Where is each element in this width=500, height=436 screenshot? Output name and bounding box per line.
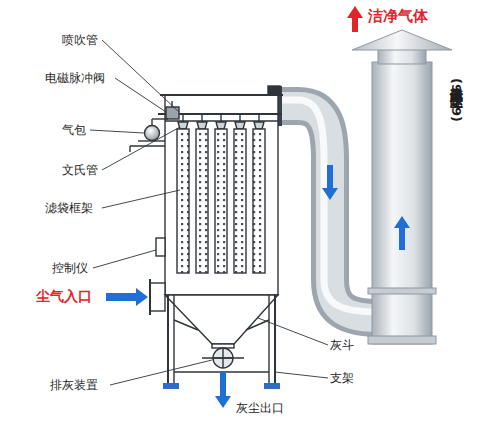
inlet-flow-arrow — [106, 288, 148, 306]
part-label: 喷吹管 — [62, 32, 98, 48]
dust-inlet — [150, 283, 165, 311]
leg-foot — [163, 383, 179, 389]
leader-line — [258, 318, 328, 345]
control-box — [156, 238, 165, 256]
part-label: 文氏管 — [62, 162, 98, 178]
leader-lines — [90, 40, 328, 385]
part-label: 支架 — [330, 370, 354, 386]
support-leg — [274, 295, 276, 384]
stack-band — [368, 288, 436, 294]
filter-bag-frame — [196, 129, 208, 273]
air-bag-bracket — [138, 140, 165, 141]
top-cover — [160, 94, 283, 96]
support-leg — [268, 295, 269, 384]
support-leg — [173, 295, 174, 384]
filter-bag-frame — [215, 129, 227, 273]
collector-body — [130, 86, 283, 384]
leader-line — [275, 372, 328, 378]
nozzle — [258, 114, 259, 122]
leg-foot — [264, 383, 280, 389]
filter-bag-frame — [177, 129, 189, 273]
air-bag — [145, 126, 160, 141]
venturi-tube — [216, 122, 226, 129]
nozzle — [201, 114, 202, 122]
part-label: 电磁脉冲阀 — [45, 70, 105, 86]
dust-out-arrow — [215, 372, 231, 408]
air-bag-bracket — [129, 146, 130, 152]
filter-bag-frame — [253, 129, 265, 273]
filter-bag-frame — [234, 129, 246, 273]
outlet-label: 灰尘出口 — [236, 400, 284, 416]
venturi-tube — [254, 122, 264, 129]
leader-line — [90, 130, 144, 133]
venturi-tube — [235, 122, 245, 129]
nozzle — [182, 114, 183, 122]
top-hatch — [268, 86, 280, 95]
part-label: 控制仪 — [52, 260, 88, 276]
stack-body — [372, 62, 432, 344]
exhaust-stack — [352, 30, 452, 344]
leader-line — [93, 250, 156, 268]
stack-base — [368, 336, 436, 344]
venturi-tube — [178, 122, 188, 129]
stack-cap — [352, 30, 452, 50]
part-label: 灰斗 — [330, 337, 354, 353]
leg-brace — [174, 320, 198, 330]
leader-line — [115, 78, 166, 112]
leg-brace — [246, 320, 269, 330]
leader-line — [102, 190, 180, 208]
part-label: 排灰装置 — [50, 377, 98, 393]
outlet-duct — [276, 86, 378, 318]
stack-flow-arrow — [394, 216, 410, 250]
air-bag-bracket — [130, 145, 165, 146]
duct-shell — [280, 106, 378, 318]
venturi-tube — [197, 122, 207, 129]
rotary-shaft — [202, 357, 244, 358]
leader-line — [102, 40, 179, 112]
duct-flow-arrow — [322, 165, 338, 200]
part-label: 滤袋框架 — [45, 200, 93, 216]
pulse-valve — [166, 107, 179, 119]
efficiency-note: 干净气体(除尘达99.9) — [448, 78, 464, 122]
leader-line — [102, 127, 180, 170]
clean-gas-arrow — [347, 6, 363, 32]
filter-chamber — [165, 95, 278, 295]
inlet-flange — [149, 279, 151, 315]
nozzle — [239, 114, 240, 122]
duct-body — [280, 106, 378, 318]
outlet-label: 洁净气体 — [368, 8, 428, 24]
duct-highlight — [280, 100, 378, 312]
part-label: 气包 — [62, 122, 86, 138]
leader-line — [110, 360, 212, 385]
inlet-label: 尘气入口 — [36, 288, 92, 304]
air-bag-pipe — [152, 118, 168, 119]
nozzle — [220, 114, 221, 122]
